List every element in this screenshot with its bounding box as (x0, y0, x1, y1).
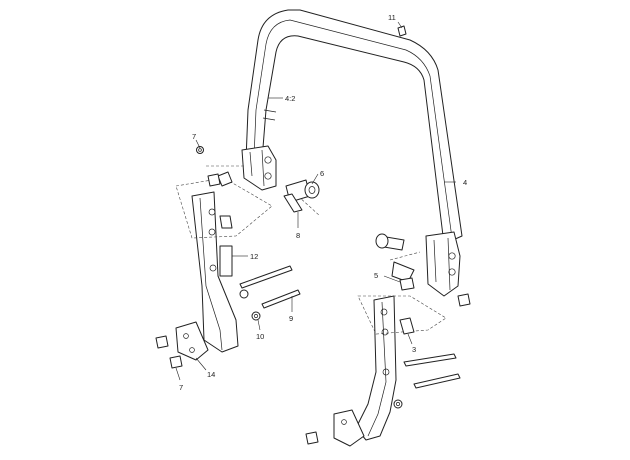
callout-7-top: 7 (192, 132, 196, 141)
callout-4: 4 (463, 178, 467, 187)
callout-8: 8 (296, 231, 300, 240)
callout-9: 9 (289, 314, 293, 323)
callout-4-2: 4:2 (285, 94, 295, 103)
callout-14: 14 (207, 370, 215, 379)
leader-lines (175, 21, 456, 381)
hardware (155, 25, 471, 445)
callout-3: 3 (412, 345, 416, 354)
callout-5: 5 (374, 271, 378, 280)
callout-11: 11 (388, 13, 396, 22)
callout-6: 6 (320, 169, 324, 178)
right-lower-post (333, 295, 397, 447)
callout-10: 10 (256, 332, 264, 341)
callout-12: 12 (250, 252, 258, 261)
left-lower-post (175, 191, 239, 361)
callouts: 11 4:2 7 6 4 8 12 5 9 10 3 14 7 (179, 13, 467, 392)
callout-7-bottom: 7 (179, 383, 183, 392)
roll-bar-hoop (241, 9, 463, 297)
